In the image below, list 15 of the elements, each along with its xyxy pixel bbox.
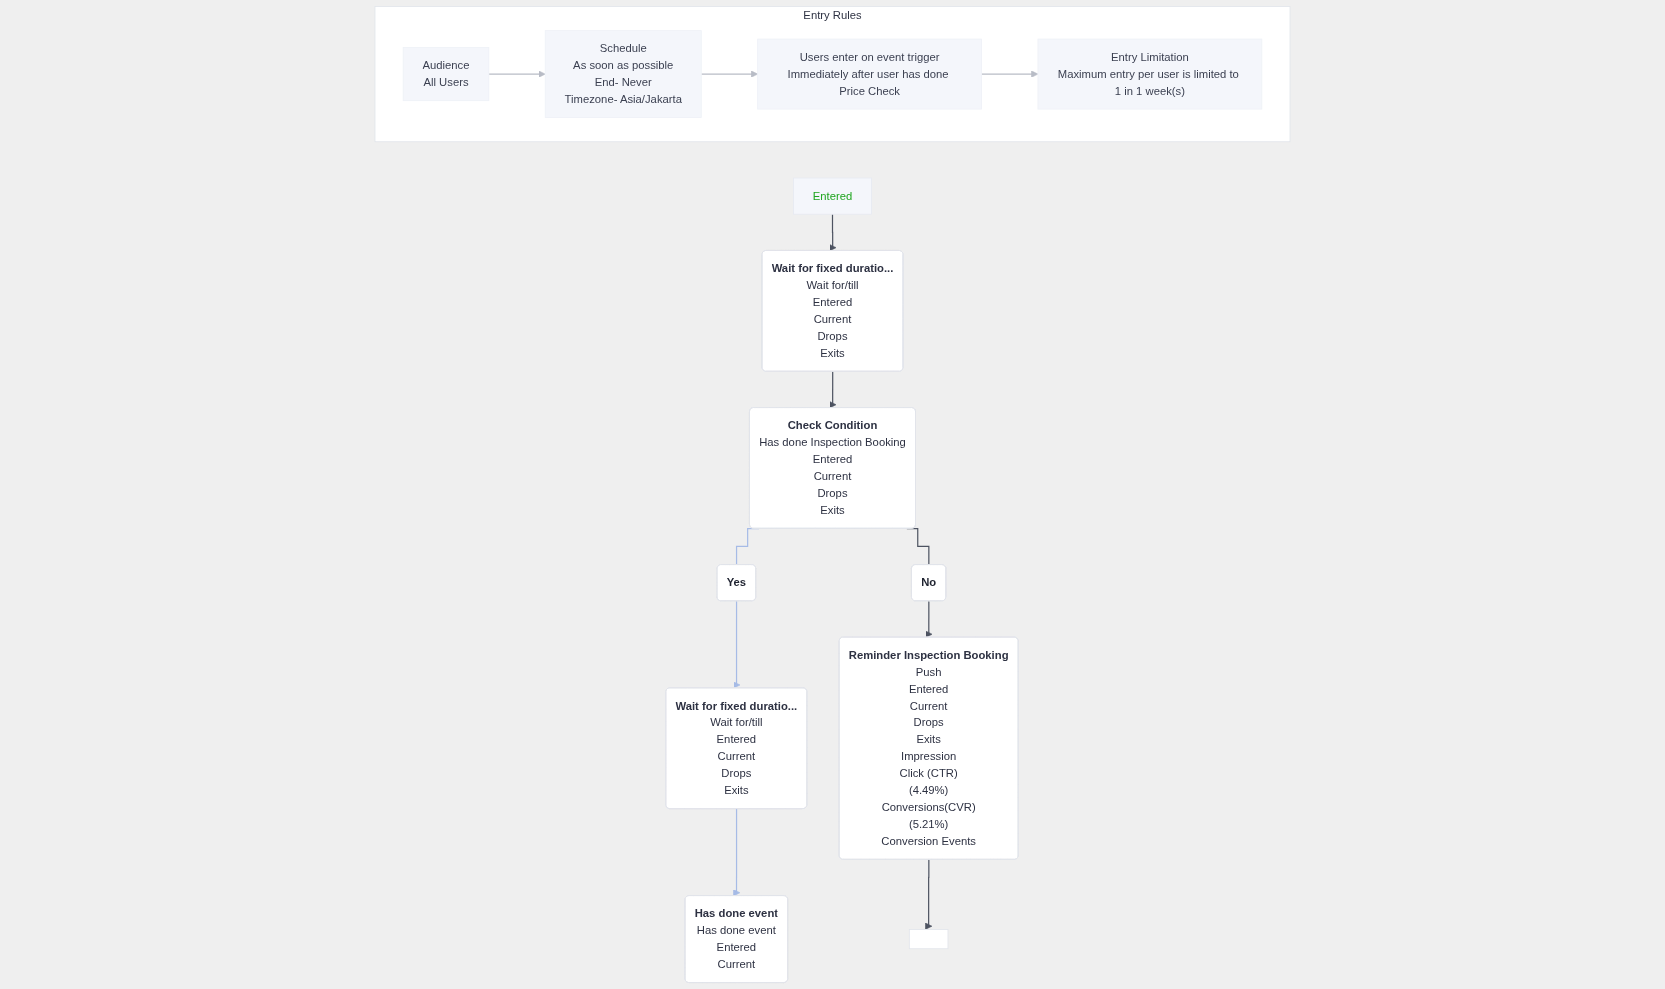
arrow	[488, 70, 546, 78]
arrow	[733, 808, 741, 897]
node-box: Audience All Users	[402, 47, 490, 102]
arrow	[829, 213, 837, 252]
node-box	[908, 929, 949, 950]
node-box: Entry Limitation Maximum entry per user is limited to 1 in 1 week(s)	[1037, 38, 1263, 110]
node-box: Entered	[793, 177, 872, 215]
arrow	[733, 600, 741, 689]
arrow	[925, 859, 933, 930]
arrow	[829, 371, 837, 409]
arrow	[980, 70, 1039, 78]
node-box: Users enter on event trigger Immediately after user has done Price Check	[757, 38, 982, 110]
node-box: Schedule As soon as possible End- Never Timezone- Asia/Jakarta	[544, 30, 702, 118]
arrow	[700, 70, 758, 78]
arrow	[925, 600, 933, 638]
